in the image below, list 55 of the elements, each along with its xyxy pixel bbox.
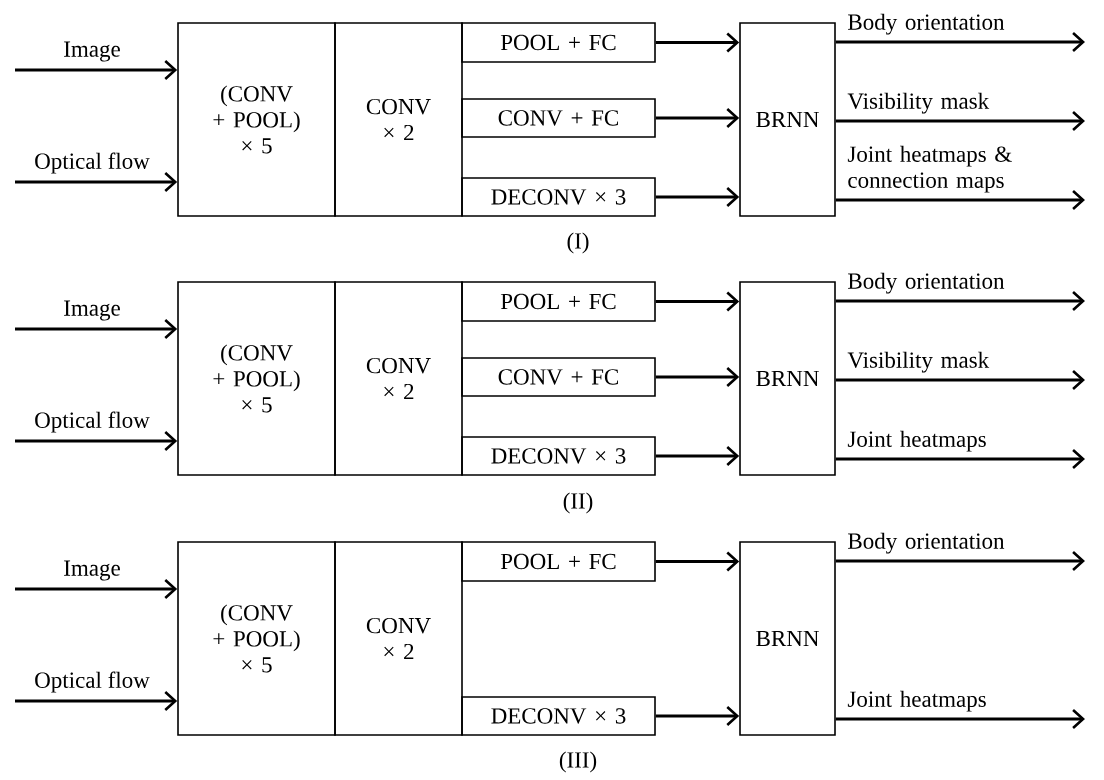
process-box: POOL + FC [461, 22, 656, 63]
process-box: DECONV × 3 [461, 696, 656, 736]
process-box: BRNN [739, 22, 836, 217]
arrow [835, 449, 1085, 469]
edge-label: Joint heatmaps & connection maps [847, 145, 1012, 193]
edge-label: Optical flow [35, 411, 150, 433]
edge-label: Image [64, 560, 120, 581]
arrow [15, 579, 178, 599]
arrow [835, 551, 1085, 571]
process-box: POOL + FC [461, 281, 656, 322]
arrow [15, 60, 178, 80]
process-box: (CONV + POOL) × 5 [177, 281, 336, 476]
process-box: POOL + FC [461, 541, 656, 582]
process-box: BRNN [739, 541, 836, 736]
process-box: (CONV + POOL) × 5 [177, 22, 336, 217]
arrow [655, 706, 740, 726]
arrow [15, 691, 178, 711]
process-box: CONV × 2 [334, 541, 463, 736]
process-box: DECONV × 3 [461, 436, 656, 476]
arrow [15, 431, 178, 451]
arrow [655, 551, 740, 572]
edge-label: Optical flow [35, 671, 150, 693]
process-box: CONV × 2 [334, 22, 463, 217]
edge-label: Image [64, 300, 120, 321]
edge-label: Visibility mask [847, 351, 990, 373]
edge-label: Body orientation [848, 272, 1005, 294]
process-box: DECONV × 3 [461, 177, 656, 217]
arrow [15, 172, 178, 192]
arrow [655, 187, 740, 207]
arrow [835, 111, 1085, 131]
process-box: CONV × 2 [334, 281, 463, 476]
process-box: CONV + FC [461, 98, 656, 138]
process-box: (CONV + POOL) × 5 [177, 541, 336, 736]
arrow [655, 291, 740, 312]
process-box: CONV + FC [461, 357, 656, 397]
arrow [835, 32, 1085, 52]
arrow [15, 319, 178, 339]
arrow [835, 291, 1085, 311]
arrow [835, 709, 1085, 729]
edge-label: Optical flow [35, 152, 150, 174]
arrow [835, 190, 1085, 210]
arrow [835, 370, 1085, 390]
edge-label: Body orientation [848, 532, 1005, 554]
edge-label: Visibility mask [847, 92, 990, 114]
edge-label: Joint heatmaps [847, 430, 986, 452]
process-box: BRNN [739, 281, 836, 476]
edge-label: Joint heatmaps [847, 690, 986, 712]
arrow [655, 367, 740, 387]
panel-caption: (I) [567, 232, 589, 254]
arrow [655, 32, 740, 53]
arrow [655, 108, 740, 128]
arrow [655, 446, 740, 466]
edge-label: Image [64, 41, 120, 62]
edge-label: Body orientation [848, 13, 1005, 35]
panel-caption: (II) [563, 492, 593, 514]
